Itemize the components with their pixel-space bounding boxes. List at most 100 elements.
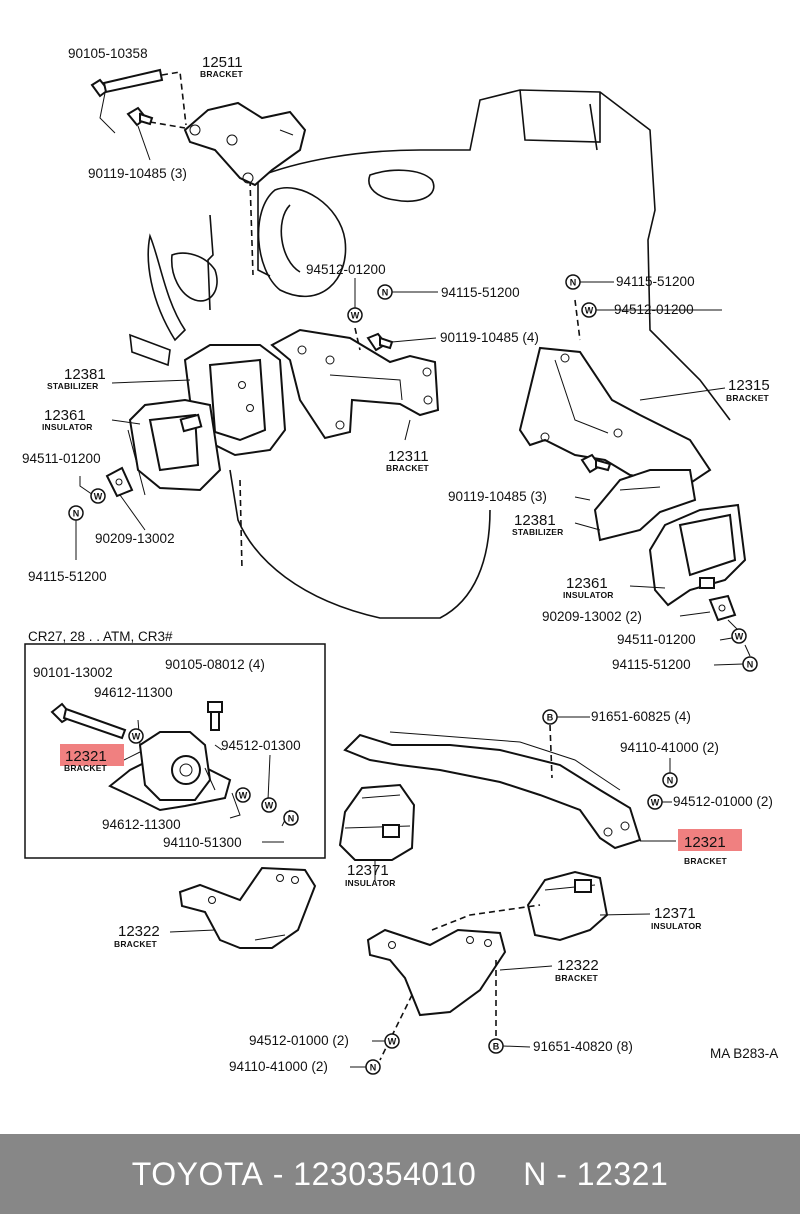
label-94512-01000-2-right[interactable]: 94512-01000 (2) bbox=[673, 794, 773, 809]
label-94511-01200-left[interactable]: 94511-01200 bbox=[22, 451, 101, 466]
bracket-12322-left bbox=[178, 866, 317, 949]
part-labels[interactable]: 90105-10358 12511 BRACKET 90119-10485 (3… bbox=[22, 46, 778, 1074]
label-12315-sub: BRACKET bbox=[726, 393, 770, 403]
svg-text:W: W bbox=[239, 791, 248, 801]
label-12381-right[interactable]: 12381 bbox=[514, 512, 556, 529]
insulator-12361-right bbox=[648, 503, 747, 607]
leader-lines bbox=[111, 278, 744, 1068]
label-94511-01200-right[interactable]: 94511-01200 bbox=[617, 632, 696, 647]
inset-box bbox=[24, 643, 326, 859]
bolt-90119-10485-right-icon bbox=[580, 453, 612, 474]
svg-text:N: N bbox=[382, 288, 389, 298]
washer-90209-13002-left-icon bbox=[105, 466, 134, 498]
bracket-12321-crossmember bbox=[343, 731, 642, 850]
label-94512-01000-2-bottom[interactable]: 94512-01000 (2) bbox=[249, 1033, 349, 1048]
svg-text:W: W bbox=[265, 801, 274, 811]
label-90101-13002[interactable]: 90101-13002 bbox=[33, 665, 113, 680]
label-12311[interactable]: 12311 bbox=[388, 448, 429, 465]
svg-text:W: W bbox=[735, 632, 744, 642]
washer-94512-01200-right-icon: W bbox=[581, 302, 597, 318]
label-12361-left[interactable]: 12361 bbox=[44, 407, 86, 424]
svg-text:B: B bbox=[547, 713, 554, 723]
washer-94512-01200-center-icon: W bbox=[347, 307, 363, 323]
label-94110-41000-2-right[interactable]: 94110-41000 (2) bbox=[620, 740, 719, 755]
svg-text:N: N bbox=[747, 660, 754, 670]
label-12315[interactable]: 12315 bbox=[728, 377, 770, 394]
nut-94115-51200-left-icon: N bbox=[68, 505, 84, 521]
label-90105-10358[interactable]: 90105-10358 bbox=[68, 46, 148, 61]
label-94512-01300[interactable]: 94512-01300 bbox=[221, 738, 301, 753]
highlight-12321-main bbox=[678, 829, 742, 851]
nut-94110-41000-right-icon: N bbox=[662, 772, 678, 788]
stabilizer-12381-right bbox=[593, 469, 697, 542]
label-90105-08012-4[interactable]: 90105-08012 (4) bbox=[165, 657, 265, 672]
label-12321-inset[interactable]: 12321 bbox=[65, 748, 107, 765]
footer-part-number: 1230354010 bbox=[293, 1155, 477, 1192]
label-91651-60825-4[interactable]: 91651-60825 (4) bbox=[591, 709, 691, 724]
label-94115-51200-left[interactable]: 94115-51200 bbox=[28, 569, 107, 584]
label-90119-10485-3-top[interactable]: 90119-10485 (3) bbox=[88, 166, 187, 181]
part-footer-bar: TOYOTA - 1230354010 N - 12321 bbox=[0, 1134, 800, 1214]
bracket-12311 bbox=[270, 328, 440, 440]
label-94512-01200-center[interactable]: 94512-01200 bbox=[306, 262, 386, 277]
label-12371-left[interactable]: 12371 bbox=[347, 862, 389, 879]
label-94110-51300[interactable]: 94110-51300 bbox=[163, 835, 242, 850]
label-12381-left[interactable]: 12381 bbox=[64, 366, 106, 383]
label-12381-right-sub: STABILIZER bbox=[512, 527, 563, 537]
label-90119-10485-4[interactable]: 90119-10485 (4) bbox=[440, 330, 539, 345]
label-12371-right[interactable]: 12371 bbox=[654, 905, 696, 922]
label-94612-11300-a[interactable]: 94612-11300 bbox=[94, 685, 173, 700]
insulator-12371-right bbox=[526, 870, 609, 942]
footer-separator-2: - bbox=[546, 1155, 577, 1192]
label-90119-10485-3-right[interactable]: 90119-10485 (3) bbox=[448, 489, 547, 504]
diagram-code: MA B283-A bbox=[710, 1046, 778, 1061]
washer-94512-01300-a-icon: W bbox=[235, 787, 251, 803]
footer-code: 12321 bbox=[576, 1155, 669, 1192]
label-12361-left-sub: INSULATOR bbox=[42, 422, 93, 432]
bracket-12511 bbox=[149, 71, 307, 187]
label-91651-40820-8[interactable]: 91651-40820 (8) bbox=[533, 1039, 633, 1054]
svg-text:B: B bbox=[493, 1042, 500, 1052]
label-94512-01200-right[interactable]: 94512-01200 bbox=[614, 302, 694, 317]
washer-94511-01200-right-icon: W bbox=[731, 628, 747, 644]
washer-94512-01000-right-icon: W bbox=[647, 794, 663, 810]
bracket-12322-right bbox=[366, 928, 507, 1017]
footer-label: N bbox=[523, 1155, 547, 1192]
bolt-90119-10485-top-icon bbox=[126, 106, 154, 127]
label-90209-13002-left[interactable]: 90209-13002 bbox=[95, 531, 175, 546]
label-94612-11300-b[interactable]: 94612-11300 bbox=[102, 817, 181, 832]
label-12322-right[interactable]: 12322 bbox=[557, 957, 599, 974]
label-12361-right-sub: INSULATOR bbox=[563, 590, 614, 600]
washer-94512-01000-bottom-icon: W bbox=[384, 1033, 400, 1049]
label-12321-main-sub: BRACKET bbox=[684, 856, 728, 866]
label-94115-51200-right2[interactable]: 94115-51200 bbox=[612, 657, 691, 672]
label-94110-41000-2-bottom[interactable]: 94110-41000 (2) bbox=[229, 1059, 328, 1074]
stabilizer-12381-left bbox=[183, 344, 287, 457]
svg-text:N: N bbox=[370, 1063, 377, 1073]
washer-94612-11300-a-icon: W bbox=[128, 728, 144, 744]
highlight-12321-inset bbox=[60, 744, 124, 766]
footer-gap bbox=[476, 1156, 523, 1193]
label-90209-13002-2[interactable]: 90209-13002 (2) bbox=[542, 609, 642, 624]
label-12321-main[interactable]: 12321 bbox=[684, 834, 726, 851]
svg-text:W: W bbox=[585, 306, 594, 316]
label-12322-left-sub: BRACKET bbox=[114, 939, 158, 949]
bolt-90119-10485-4-icon bbox=[366, 332, 394, 352]
label-94115-51200-center[interactable]: 94115-51200 bbox=[441, 285, 520, 300]
label-12371-left-sub: INSULATOR bbox=[345, 878, 396, 888]
label-12361-right[interactable]: 12361 bbox=[566, 575, 608, 592]
insulator-12371-left bbox=[338, 783, 416, 861]
nut-94115-51200-right-icon: N bbox=[565, 274, 581, 290]
svg-text:W: W bbox=[388, 1037, 397, 1047]
label-94115-51200-right[interactable]: 94115-51200 bbox=[616, 274, 695, 289]
svg-text:W: W bbox=[132, 732, 141, 742]
svg-text:N: N bbox=[667, 776, 674, 786]
parts-diagram: W N W N N W W N W W W N B N W W N B bbox=[22, 46, 778, 1075]
nut-94110-51300-icon: N bbox=[283, 810, 299, 826]
label-12511[interactable]: 12511 bbox=[202, 54, 243, 71]
svg-text:W: W bbox=[94, 492, 103, 502]
svg-text:N: N bbox=[570, 278, 577, 288]
nut-94115-51200-right2-icon: N bbox=[742, 656, 758, 672]
label-12322-left[interactable]: 12322 bbox=[118, 923, 160, 940]
label-12511-sub: BRACKET bbox=[200, 69, 244, 79]
